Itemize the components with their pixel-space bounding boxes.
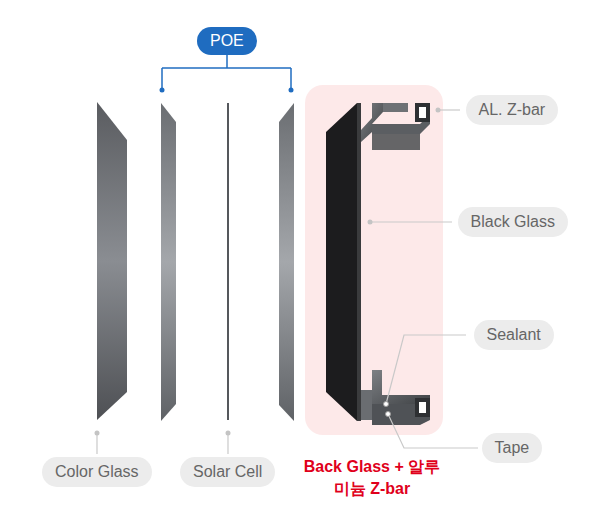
part-pill: Black Glass: [458, 207, 568, 237]
sealant-dot: [384, 402, 389, 407]
node-text: Tape: [495, 433, 530, 463]
node-text: Solar Cell: [193, 457, 262, 487]
node-text: Black Glass: [471, 207, 555, 237]
poe-bracket: [162, 55, 291, 90]
bracket-dot: [160, 88, 165, 93]
node-text: POE: [210, 27, 244, 55]
black-glass-edge: [357, 103, 361, 421]
tape-dot: [386, 412, 391, 417]
part-pill: Sealant: [474, 320, 554, 350]
black-glass-sheet: [326, 103, 357, 421]
poe-sheet: [279, 103, 294, 421]
layer-pill: Color Glass: [42, 457, 152, 487]
z-bar-bottom: [361, 370, 430, 425]
part-pill: AL. Z-bar: [466, 95, 559, 125]
node-text: Color Glass: [55, 457, 139, 487]
node-text: Sealant: [487, 320, 541, 350]
solar-cell-sheet: [227, 103, 229, 420]
color-glass-sheet: [97, 102, 127, 420]
leader-lines: [97, 110, 478, 454]
node-text: AL. Z-bar: [479, 95, 546, 125]
poe-sheet: [161, 103, 176, 421]
bracket-dot: [289, 88, 294, 93]
z-bar-top: [361, 103, 430, 150]
highlight-caption: Back Glass + 알루미늄 Z-bar: [302, 456, 442, 500]
part-pill: Tape: [482, 433, 543, 463]
layer-pill: Solar Cell: [180, 457, 275, 487]
poe-pill: POE: [197, 27, 257, 55]
leader-dots: [95, 108, 441, 436]
highlight-region: [305, 85, 443, 435]
